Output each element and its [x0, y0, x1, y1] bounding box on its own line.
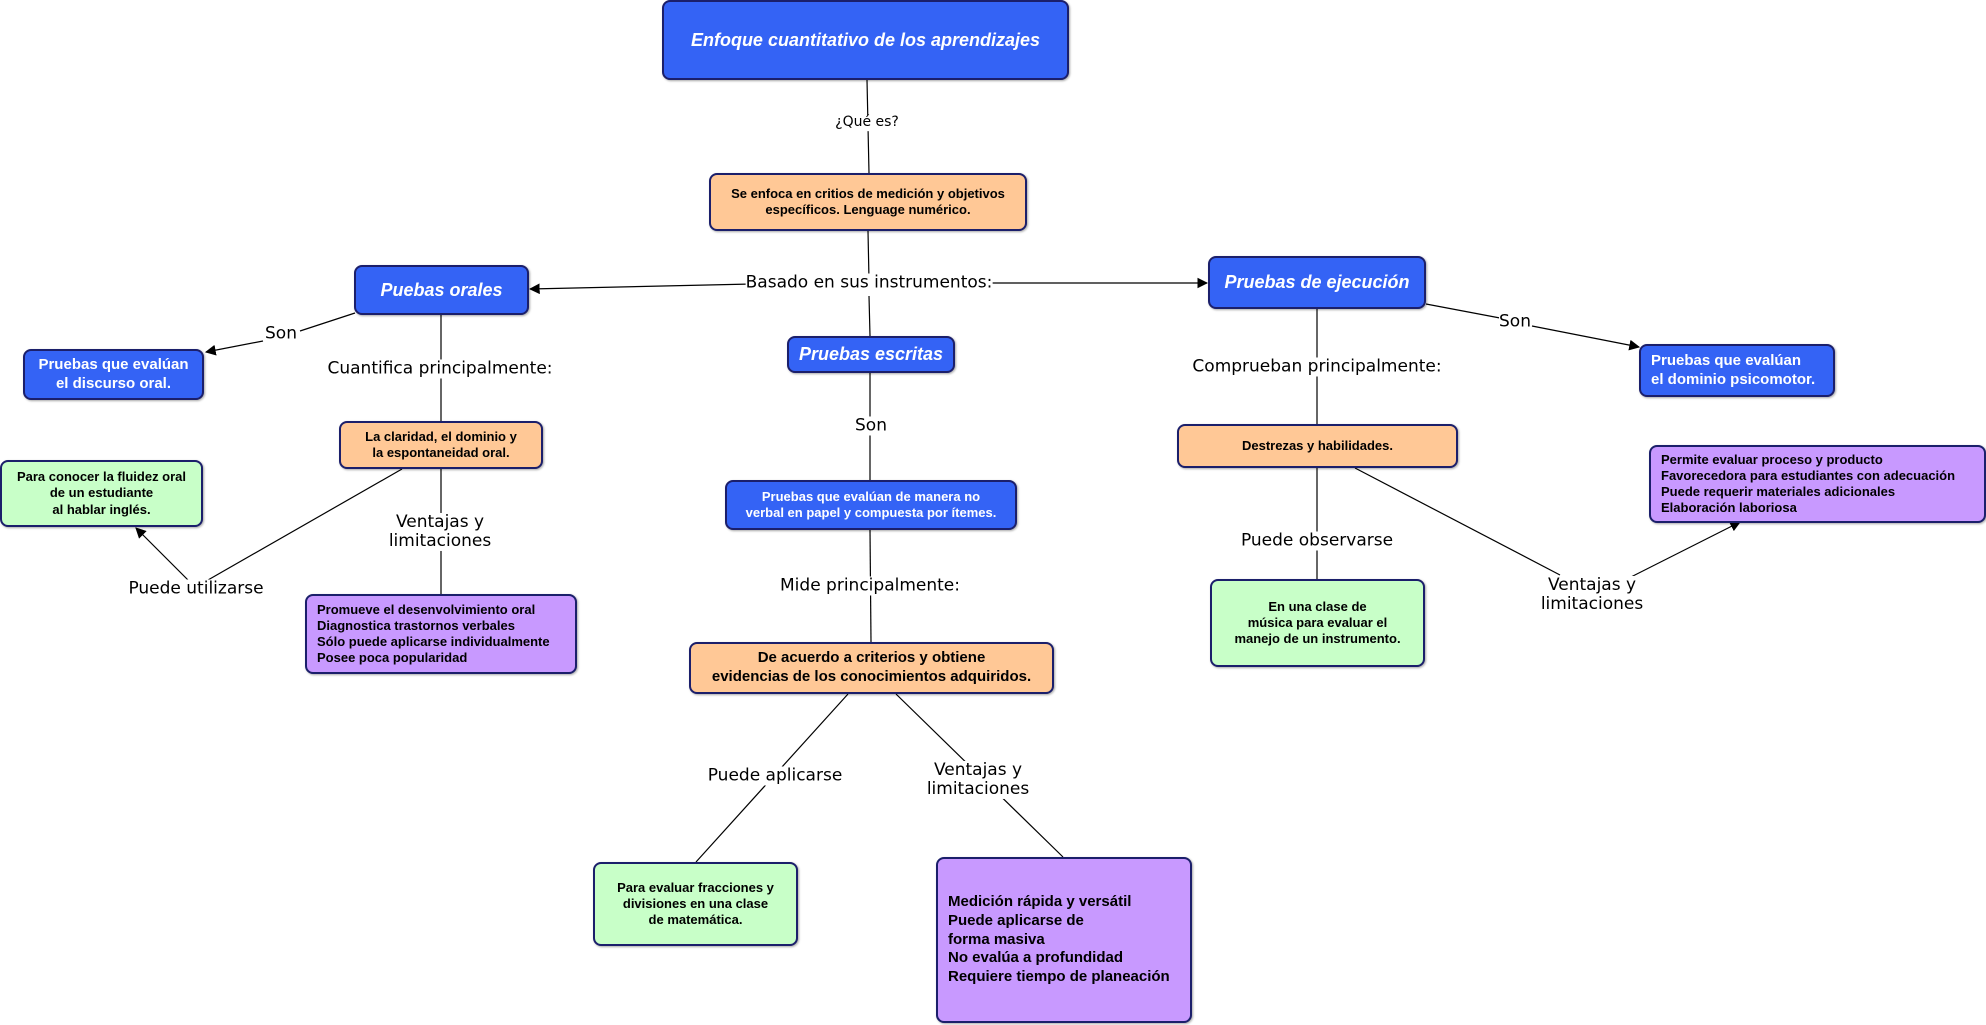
- text-line: Mide principalmente:: [780, 575, 960, 596]
- edge-comprueban-ventajas: [1354, 467, 1561, 576]
- label-cuantifica: Cuantifica principalmente:: [327, 358, 553, 379]
- text-line: Pruebas que evalúan: [38, 355, 189, 373]
- edge-orales-son: [299, 312, 356, 332]
- edge-basado-escritas: [868, 295, 871, 337]
- text-line: de un estudiante: [49, 485, 154, 501]
- label-puede-aplicarse: Puede aplicarse: [707, 765, 843, 786]
- edge-definicion-basado: [867, 230, 870, 281]
- text-line: Puebas orales: [380, 279, 503, 300]
- text-line: Sólo puede aplicarse individualmente: [317, 634, 550, 649]
- text-line: Para evaluar fracciones y: [617, 879, 774, 895]
- text-line: De acuerdo a criterios y obtiene: [757, 649, 986, 667]
- label-mide: Mide principalmente:: [780, 575, 960, 596]
- definition-node[interactable]: Se enfoca en critios de medición y objet…: [709, 173, 1027, 231]
- label-que-es: ¿Qué es?: [835, 114, 899, 131]
- label-son-orales: Son: [265, 323, 297, 344]
- text-line: Posee poca popularidad: [317, 650, 468, 666]
- text-line: Elaboración laboriosa: [1661, 500, 1797, 516]
- edge-son-ejecucion-def: [1531, 325, 1641, 351]
- text-line: al hablar inglés.: [52, 501, 151, 517]
- edge-basado-orales: [528, 283, 753, 295]
- edge-son-orales-def: [204, 340, 264, 356]
- text-line: forma masiva: [948, 930, 1045, 948]
- label-son-escritas: Son: [855, 415, 887, 436]
- text-line: Diagnostica trastornos verbales: [317, 617, 515, 633]
- text-line: Se enfoca en critios de medición y objet…: [731, 185, 1005, 201]
- label-puede-observarse: Puede observarse: [1240, 530, 1394, 551]
- text-line: Pruebas que evalúan de manera no: [761, 488, 981, 504]
- text-line: limitaciones: [926, 779, 1030, 799]
- text-line: Son: [265, 323, 297, 344]
- label-comprueban: Comprueban principalmente:: [1192, 356, 1442, 377]
- text-line: Favorecedora para estudiantes con adecua…: [1661, 467, 1956, 483]
- edge-ventajas-ejecucion: [1624, 521, 1741, 581]
- text-line: ¿Qué es?: [835, 114, 899, 131]
- text-line: limitaciones: [388, 531, 492, 551]
- text-line: Son: [1499, 311, 1531, 332]
- edge-utilizarse-uso: [135, 527, 189, 581]
- text-line: Son: [855, 415, 887, 436]
- text-line: Ventajas y: [395, 511, 485, 532]
- text-line: Para conocer la fluidez oral: [16, 469, 187, 485]
- execution-verifies-node[interactable]: Destrezas y habilidades.: [1177, 424, 1458, 468]
- text-line: Pruebas que evalúan: [1651, 351, 1802, 369]
- text-line: música para evaluar el: [1247, 614, 1388, 630]
- text-line: Medición rápida y versátil: [948, 893, 1132, 911]
- text-line: Destrezas y habilidades.: [1241, 437, 1393, 453]
- edge-ejecucion-son: [1425, 303, 1501, 319]
- execution-tests-node[interactable]: Pruebas de ejecución: [1208, 256, 1426, 309]
- text-line: La claridad, el dominio y: [365, 428, 517, 444]
- text-line: el discurso oral.: [55, 374, 172, 392]
- text-line: Puede aplicarse de: [948, 911, 1084, 929]
- text-line: Ventajas y: [933, 759, 1023, 780]
- text-line: el dominio psicomotor.: [1651, 370, 1816, 388]
- text-line: Pruebas escritas: [798, 344, 944, 365]
- edge-cuantifica-utilizarse: [207, 468, 403, 581]
- text-line: Puede requerir materiales adicionales: [1661, 484, 1896, 499]
- text-line: Puede utilizarse: [128, 578, 264, 599]
- text-line: Pruebas de ejecución: [1224, 272, 1410, 293]
- text-line: Promueve el desenvolvimiento oral: [317, 601, 536, 617]
- text-line: Enfoque cuantitativo de los aprendizajes: [690, 29, 1041, 50]
- text-line: Cuantifica principalmente:: [327, 358, 553, 379]
- oral-tests-node[interactable]: Puebas orales: [354, 265, 529, 315]
- text-line: limitaciones: [1540, 594, 1644, 614]
- text-line: Puede aplicarse: [707, 765, 843, 786]
- text-line: específicos. Lenguage numérico.: [765, 202, 971, 217]
- text-line: Comprueban principalmente:: [1192, 356, 1442, 377]
- text-line: manejo de un instrumento.: [1234, 631, 1401, 647]
- label-basado-en-instrumentos: Basado en sus instrumentos:: [745, 272, 993, 293]
- label-son-ejecucion: Son: [1499, 311, 1531, 332]
- label-puede-utilizarse: Puede utilizarse: [128, 578, 264, 599]
- text-line: de matemática.: [648, 912, 743, 928]
- text-line: la espontaneidad oral.: [372, 445, 510, 460]
- written-tests-node[interactable]: Pruebas escritas: [787, 336, 955, 373]
- text-line: evidencias de los conocimientos adquirid…: [711, 668, 1032, 685]
- text-line: Permite evaluar proceso y producto: [1661, 451, 1883, 467]
- text-line: Ventajas y: [1547, 574, 1637, 595]
- text-line: Puede observarse: [1240, 530, 1394, 551]
- text-line: divisiones en una clase: [622, 895, 769, 911]
- text-line: En una clase de: [1268, 598, 1367, 614]
- text-line: Basado en sus instrumentos:: [745, 272, 993, 293]
- text-line: verbal en papel y compuesta por ítemes.: [745, 505, 997, 520]
- text-line: Requiere tiempo de planeación: [948, 968, 1170, 986]
- text-line: No evalúa a profundidad: [948, 949, 1124, 967]
- root-concept-node[interactable]: Enfoque cuantitativo de los aprendizajes: [662, 0, 1069, 80]
